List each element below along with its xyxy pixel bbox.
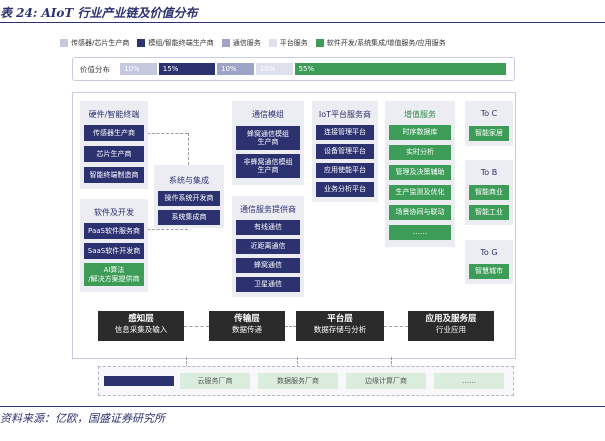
value-segment-2: 10% xyxy=(217,63,254,75)
comm-module-item-cellular: 蜂窝通信模组 生产商 xyxy=(236,126,300,150)
legend: 传感器/芯片生产商 模组/智能终端生产商 通信服务 平台服务 软件开发/系统集成… xyxy=(60,38,446,48)
value-added-item-decision: 管理及决策辅助 xyxy=(389,165,451,180)
layer-connector xyxy=(184,326,209,327)
to-b-title: To B xyxy=(480,168,498,177)
value-segment-1: 15% xyxy=(158,63,215,75)
layer-transmission: 传输层数据传递 xyxy=(209,311,285,341)
legend-label: 平台服务 xyxy=(279,39,308,47)
figure-caption: 表 24: AIoT 行业产业链及价值分布 xyxy=(0,6,198,20)
connector-line xyxy=(147,133,188,134)
legend-item: 通信服务 xyxy=(221,38,261,48)
value-added-item-more: …… xyxy=(389,225,451,240)
connector-line xyxy=(147,229,188,230)
iot-platform-item-application: 应用使能平台 xyxy=(316,163,374,178)
software-title: 软件及开发 xyxy=(94,208,134,217)
legend-item: 软件开发/系统集成/增值服务/应用服务 xyxy=(315,38,446,48)
comm-module-title: 通信模组 xyxy=(252,110,284,119)
comm-module-item-noncellular: 非蜂窝通信模组 生产商 xyxy=(236,154,300,178)
legend-item: 模组/智能终端生产商 xyxy=(137,38,214,48)
comm-service-item-wired: 有线通信 xyxy=(236,220,300,235)
comm-service-item-shortrange: 近距离通信 xyxy=(236,239,300,254)
layer-title: 传输层 xyxy=(234,314,260,324)
value-added-item-tsdb: 时序数据库 xyxy=(389,125,451,140)
arrow-line xyxy=(391,357,392,368)
layer-subtitle: 数据传递 xyxy=(232,325,262,335)
legend-label: 传感器/芯片生产商 xyxy=(71,39,130,47)
layer-subtitle: 信息采集及输入 xyxy=(114,325,168,335)
value-segment-0: 10% xyxy=(120,63,157,75)
software-item-ai: AI算法 /解决方案提供商 xyxy=(84,263,144,286)
value-distribution-label: 价值分布 xyxy=(80,65,110,74)
legend-label: 通信服务 xyxy=(232,39,261,47)
source-note: 资料来源：亿欧，国盛证券研究所 xyxy=(0,412,165,425)
layer-connector xyxy=(384,326,408,327)
iot-platform-item-device: 设备管理平台 xyxy=(316,144,374,159)
layer-perception: 感知层信息采集及输入 xyxy=(98,311,184,341)
more-vendors: …… xyxy=(434,373,504,389)
layer-title: 应用及服务层 xyxy=(425,314,477,324)
value-added-title: 增值服务 xyxy=(404,110,436,119)
iot-platform-item-connection: 连接管理平台 xyxy=(316,125,374,140)
hardware-title: 硬件/智能终端 xyxy=(88,110,140,119)
integration-title: 系统与集成 xyxy=(169,176,209,185)
layer-title: 平台层 xyxy=(327,314,353,324)
cloud-vendor: 云服务厂商 xyxy=(180,373,250,389)
iot-platform-item-analytics: 业务分析平台 xyxy=(316,182,374,197)
caption-rule xyxy=(0,22,605,23)
legend-label: 模组/智能终端生产商 xyxy=(148,39,214,47)
value-segment-4: 55% xyxy=(294,63,506,75)
software-item-paas: PaaS软件服务商 xyxy=(84,223,144,239)
comm-service-title: 通信服务提供商 xyxy=(240,205,296,214)
value-added-item-production: 生产监测及优化 xyxy=(389,185,451,200)
layer-connector xyxy=(285,326,296,327)
hardware-item-terminal: 智能终端制造商 xyxy=(84,167,144,183)
value-added-item-realtime: 实时分析 xyxy=(389,145,451,160)
arrow-line xyxy=(297,357,298,368)
legend-label: 软件开发/系统集成/增值服务/应用服务 xyxy=(326,39,446,47)
to-g-title: To G xyxy=(480,248,498,257)
value-added-item-scenario: 场景协同与联动 xyxy=(389,205,451,220)
to-g-item-smartcity: 智慧城市 xyxy=(469,264,509,279)
hardware-item-sensor: 传感器生产商 xyxy=(84,125,144,141)
data-service-vendor: 数据服务厂商 xyxy=(258,373,338,389)
legend-swatch xyxy=(221,39,230,47)
layer-application: 应用及服务层行业应用 xyxy=(408,311,494,341)
to-c-item-smarthome: 智能家居 xyxy=(469,126,509,141)
to-b-item-industry: 智能工业 xyxy=(469,205,509,220)
layer-title: 感知层 xyxy=(128,314,154,324)
legend-swatch xyxy=(268,39,277,47)
iot-platform-title: IoT平台服务商 xyxy=(318,110,372,119)
comm-service-item-cellular: 蜂窝通信 xyxy=(236,258,300,273)
legend-item: 平台服务 xyxy=(268,38,308,48)
arrow-line xyxy=(186,357,187,368)
legend-swatch xyxy=(315,39,324,47)
layer-platform: 平台层数据存储与分析 xyxy=(296,311,384,341)
comm-service-item-satellite: 卫星通信 xyxy=(236,277,300,292)
infrastructure-bar xyxy=(104,376,174,386)
legend-swatch xyxy=(137,39,146,47)
layer-subtitle: 数据存储与分析 xyxy=(313,325,367,335)
legend-item: 传感器/芯片生产商 xyxy=(60,38,129,48)
to-c-title: To C xyxy=(480,109,498,118)
edge-computing-vendor: 边缘计算厂商 xyxy=(346,373,426,389)
layer-subtitle: 行业应用 xyxy=(436,325,466,335)
integration-item-si: 系统集成商 xyxy=(158,210,220,225)
software-item-saas: SaaS软件开发商 xyxy=(84,243,144,259)
source-rule xyxy=(0,406,605,407)
legend-swatch xyxy=(60,39,68,47)
hardware-item-chip: 芯片生产商 xyxy=(84,146,144,162)
value-segment-3: 10% xyxy=(255,63,293,75)
connector-line xyxy=(188,133,189,165)
integration-item-os: 操作系统开发商 xyxy=(158,191,220,206)
to-b-item-commerce: 智能商业 xyxy=(469,185,509,200)
